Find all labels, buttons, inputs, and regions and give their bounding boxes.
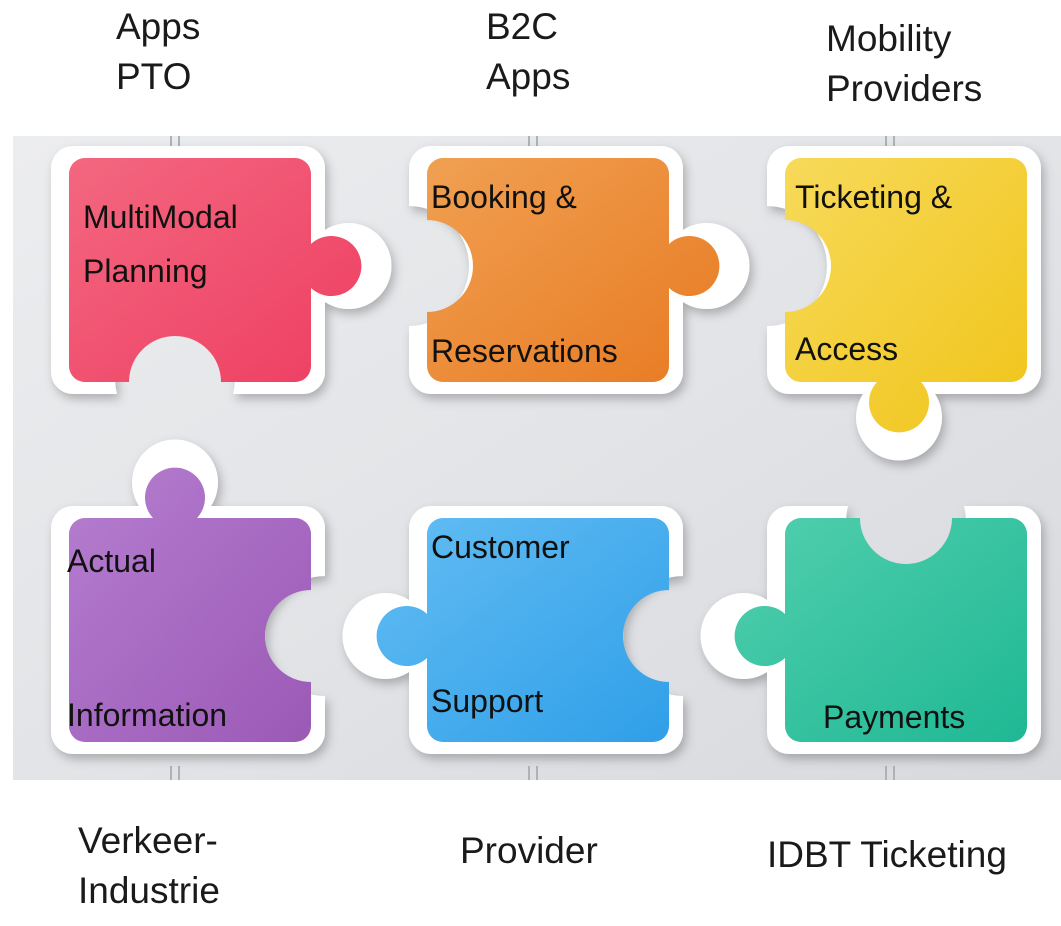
piece-label-multimodal-line2: Planning: [83, 253, 208, 289]
bottom-label-line: Industrie: [78, 870, 220, 911]
piece-payments: [700, 506, 1041, 754]
top-label-apps-pto: Apps PTO: [116, 2, 200, 102]
puzzle-panel: MultiModal Planning Booking & Reservatio…: [13, 136, 1061, 780]
piece-label-ticketing-line2: Access: [795, 331, 898, 367]
piece-label-ticketing-line1: Ticketing &: [795, 179, 952, 215]
connector-ticks: [170, 136, 895, 780]
piece-ticketing-access: [767, 146, 1041, 461]
bottom-label-verkeer-industrie: Verkeer- Industrie: [78, 816, 220, 916]
bottom-label-line: IDBT Ticketing: [767, 834, 1007, 875]
piece-label-booking-line1: Booking &: [431, 179, 577, 215]
top-label-line: Apps: [116, 6, 201, 47]
piece-label-booking-line2: Reservations: [431, 333, 618, 369]
top-label-line: B2C: [486, 6, 558, 47]
top-label-line: Apps: [486, 56, 571, 97]
top-label-line: Mobility: [826, 18, 952, 59]
piece-label-actual-line2: Information: [67, 697, 227, 733]
bottom-label-line: Verkeer-: [78, 820, 218, 861]
top-label-line: Providers: [826, 68, 983, 109]
piece-booking-reservations: [409, 146, 750, 394]
piece-actual-information: [51, 439, 325, 754]
bottom-label-provider: Provider: [460, 826, 598, 876]
piece-customer-support: [342, 506, 683, 754]
top-label-mobility-providers: Mobility Providers: [826, 14, 982, 114]
piece-label-actual-line1: Actual: [67, 543, 156, 579]
piece-label-customer-line2: Support: [431, 683, 543, 719]
bottom-label-idbt-ticketing: IDBT Ticketing: [767, 830, 1007, 880]
piece-label-customer-line1: Customer: [431, 529, 570, 565]
piece-label-payments: Payments: [823, 699, 965, 735]
top-label-b2c-apps: B2C Apps: [486, 2, 570, 102]
piece-label-multimodal-line1: MultiModal: [83, 199, 238, 235]
bottom-label-line: Provider: [460, 830, 598, 871]
top-label-line: PTO: [116, 56, 192, 97]
piece-multimodal-planning: [51, 146, 392, 394]
